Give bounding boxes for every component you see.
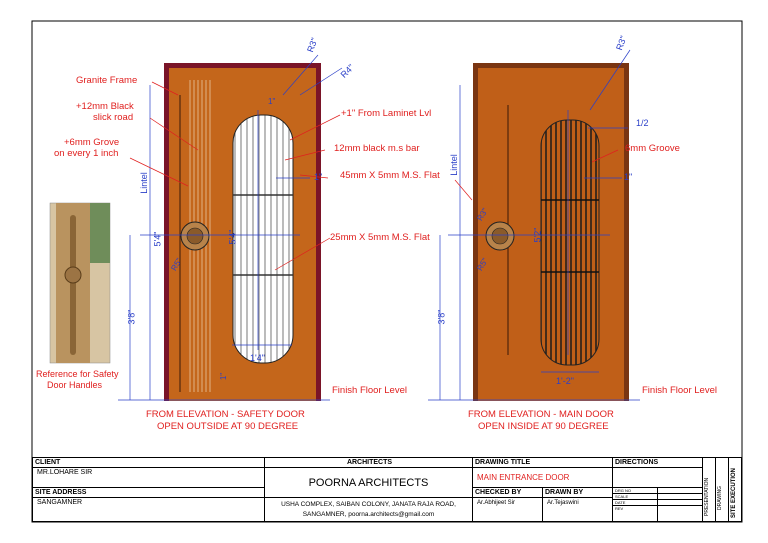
reference-photo [49, 202, 111, 364]
architects-address: USHA COMPLEX, SAIBAN COLONY, JANATA RAJA… [265, 498, 473, 522]
drawn-by-value: Ar.Tejaswini [543, 498, 613, 522]
date-value [658, 500, 703, 506]
directions-header: DIRECTIONS [613, 458, 703, 468]
rev-label: REV [613, 506, 658, 522]
drg-no-value [658, 488, 703, 494]
drg-no-label: DRG NO [613, 488, 658, 494]
rev-value [658, 506, 703, 522]
main-door [473, 63, 629, 401]
site-header: SITE ADDRESS [33, 488, 265, 498]
safety-grill [232, 114, 294, 364]
checked-by-value: Ar.Abhijeet Sir [473, 498, 543, 522]
stamp-drawing: DRAWING [716, 458, 729, 522]
architects-name: POORNA ARCHITECTS [265, 468, 473, 498]
site-value: SANGAMNER [33, 498, 265, 522]
scale-value [658, 494, 703, 500]
drawn-by-header: DRAWN BY [543, 488, 613, 498]
date-label: DATE [613, 500, 658, 506]
address-line-1: USHA COMPLEX, SAIBAN COLONY, JANATA RAJA… [281, 501, 456, 508]
main-dimensions [428, 49, 640, 401]
safety-door [164, 63, 321, 401]
checked-by-header: CHECKED BY [473, 488, 543, 498]
scale-label: SCALE [613, 494, 658, 500]
title-block: CLIENT MR.LOHARE SIR SITE ADDRESS SANGAM… [32, 457, 742, 522]
leader-lines [129, 81, 619, 271]
address-line-2: SANGAMNER, poorna.architects@gmail.com [302, 511, 435, 518]
client-header: CLIENT [33, 458, 265, 468]
architects-header: ARCHITECTS [265, 458, 473, 468]
stamp-presentation: PRESENTATION [703, 458, 716, 522]
stamp-site-execution: SITE EXECUTION [731, 467, 737, 518]
main-groove-panel [540, 119, 600, 366]
safety-dimensions [118, 54, 343, 401]
drawing-title-header: DRAWING TITLE [473, 458, 613, 468]
sheet-border [31, 20, 743, 523]
drawing-title-value: MAIN ENTRANCE DOOR [473, 468, 613, 488]
client-value: MR.LOHARE SIR [33, 468, 265, 488]
directions-box [613, 468, 703, 488]
